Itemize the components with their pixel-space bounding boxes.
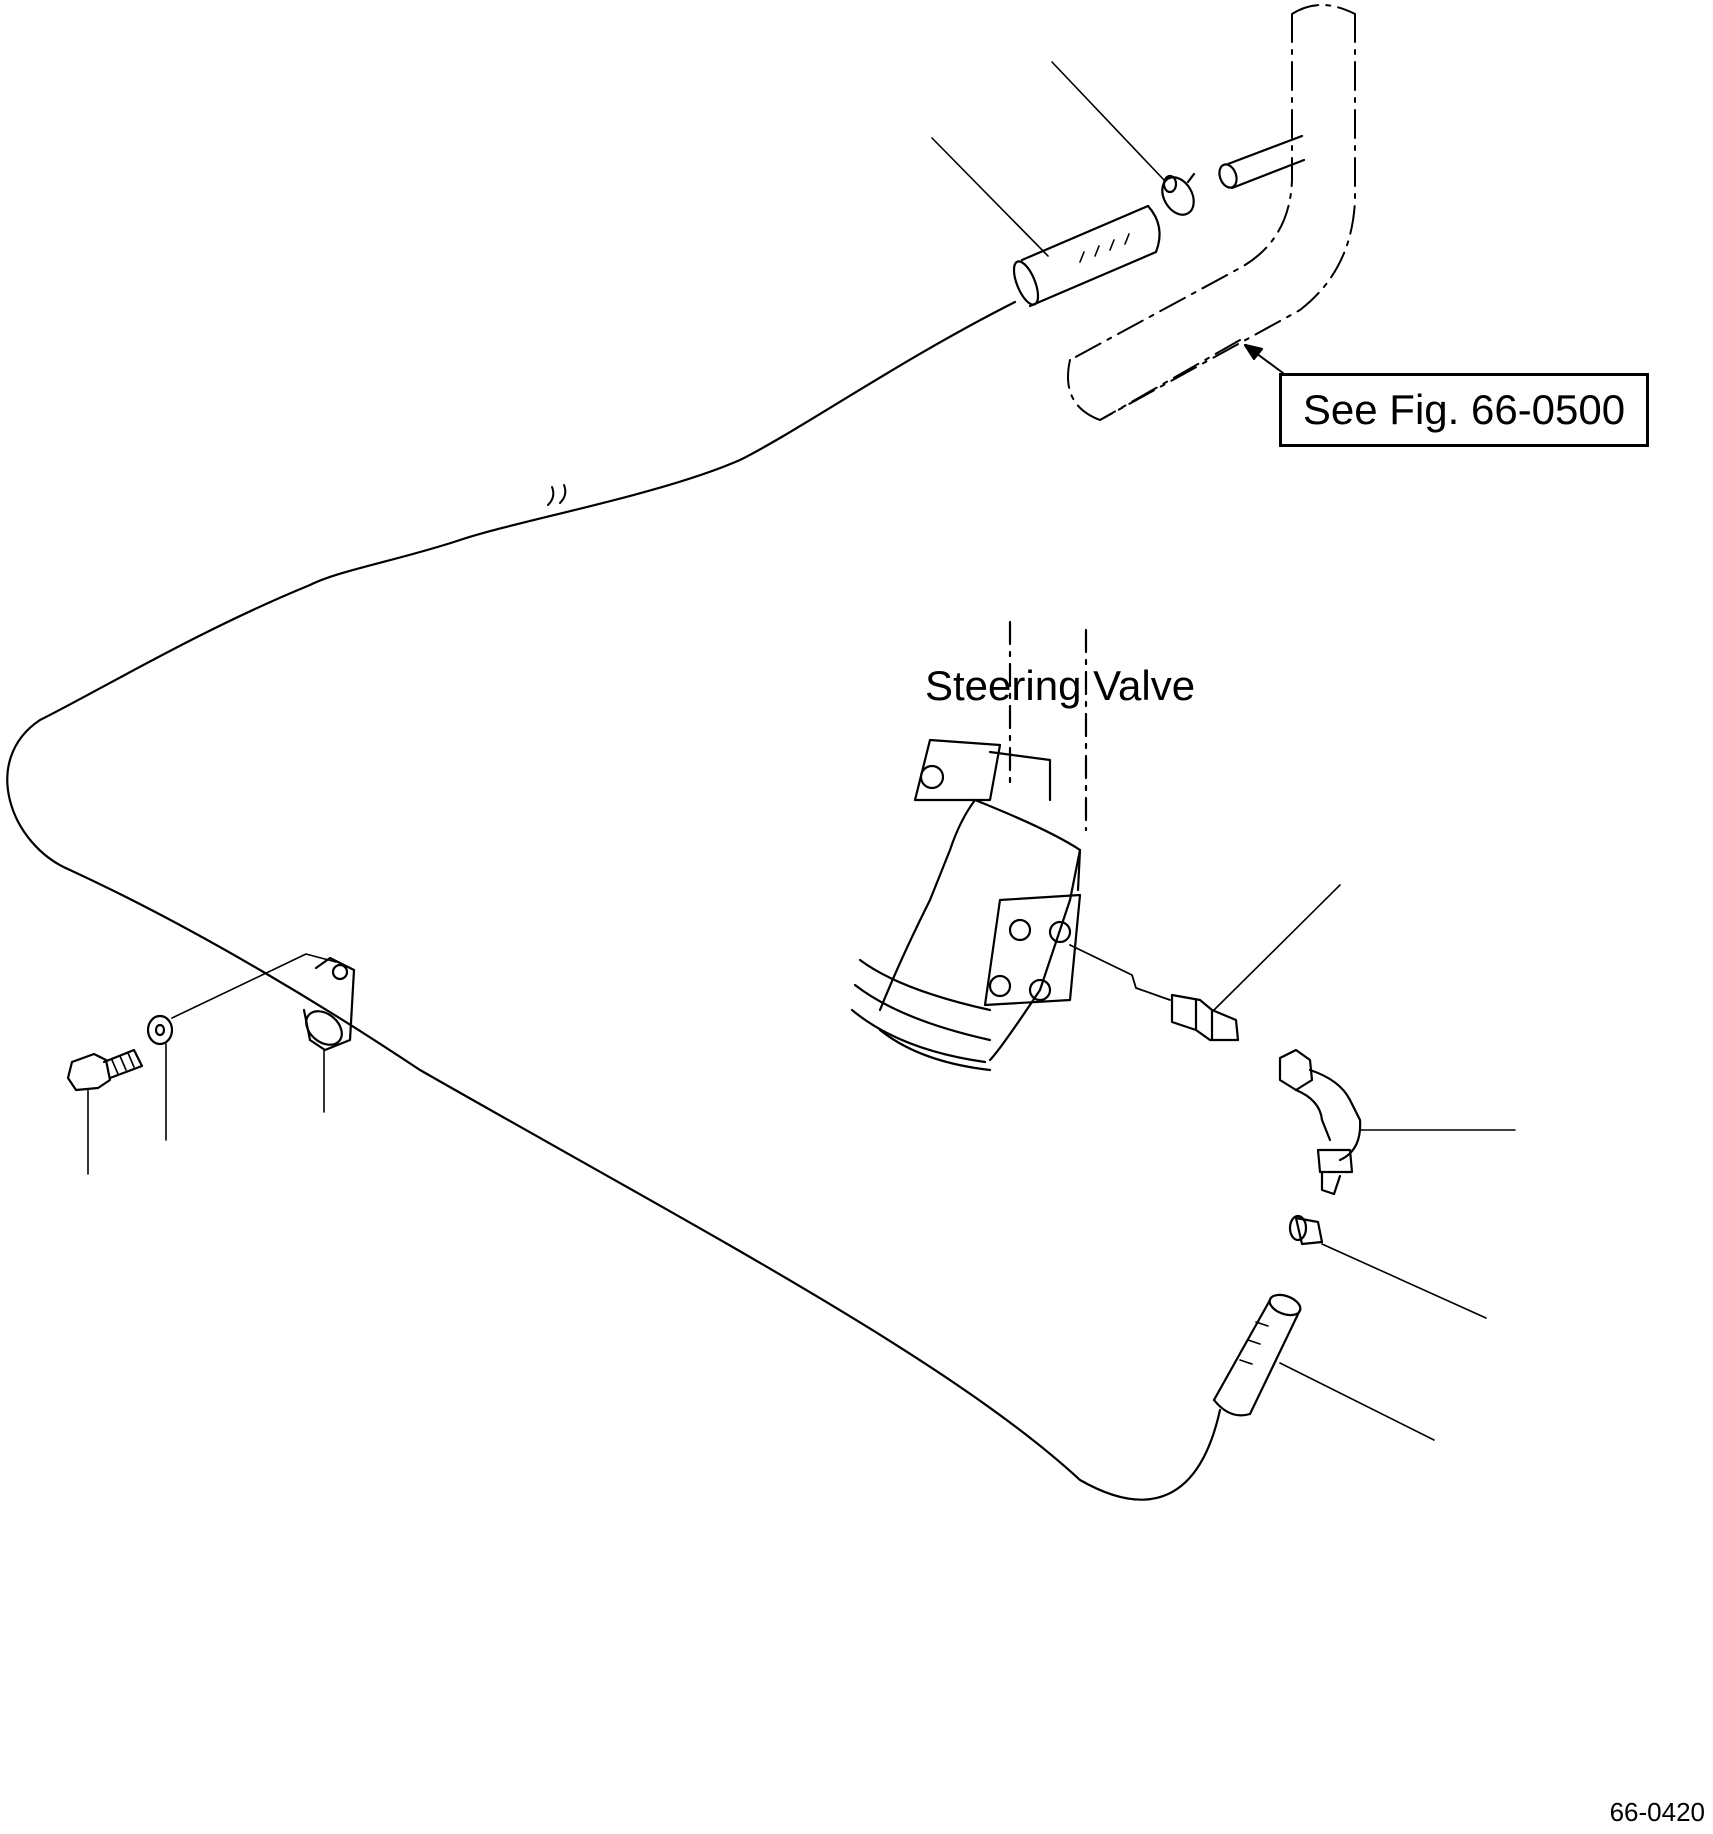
washer-to-clip-line	[171, 953, 337, 1019]
lower-hose-leader	[1279, 1362, 1435, 1441]
reference-callout-text: See Fig. 66-0500	[1302, 386, 1626, 433]
reference-arrowhead	[1243, 343, 1264, 361]
upper-hose-leader	[931, 137, 1049, 257]
upper-hose-clamp	[1161, 172, 1196, 216]
figure-number: 66-0420	[1609, 1797, 1705, 1827]
valve-port-line	[1069, 944, 1171, 1001]
steering-valve-label: Steering Valve	[925, 662, 1196, 709]
steering-valve	[850, 620, 1088, 1072]
tube-break-mark	[547, 484, 567, 506]
upper-clamp-leader	[1051, 61, 1165, 181]
lower-hose	[1212, 1293, 1302, 1417]
tube-clip	[302, 956, 356, 1052]
lower-clamp-leader	[1321, 1243, 1487, 1319]
bolt	[66, 1048, 144, 1092]
lower-hose-clamp	[1288, 1214, 1324, 1246]
washer	[146, 1014, 174, 1046]
upper-hose	[1012, 204, 1161, 308]
valve-adapter-fitting	[1170, 993, 1240, 1042]
steering-line-tube	[6, 300, 1222, 1501]
reference-callout-box: See Fig. 66-0500	[1279, 373, 1649, 447]
upper-pipe-stub	[1218, 134, 1306, 190]
adapter-fitting-leader	[1213, 884, 1341, 1011]
elbow-fitting	[1278, 1048, 1362, 1196]
phantom-tube	[1067, 4, 1356, 421]
